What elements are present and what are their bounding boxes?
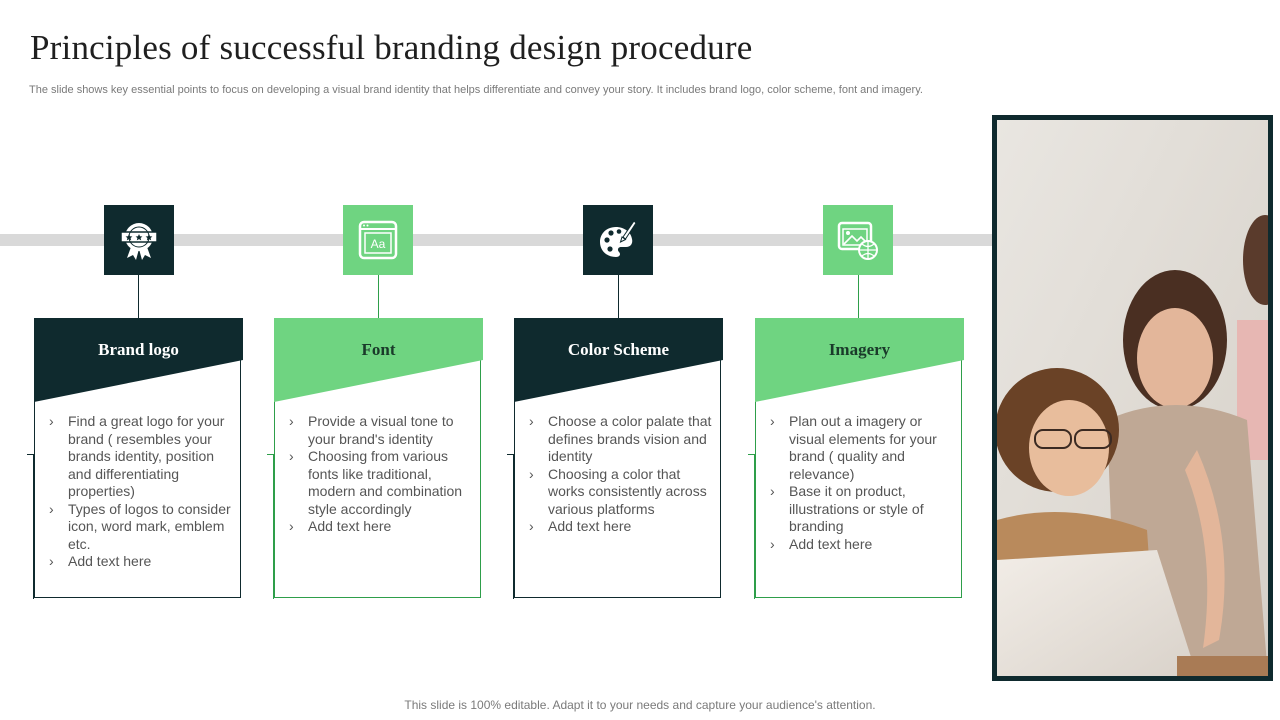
imagery-card: Imagery Plan out a imagery or visual ele… <box>755 318 964 598</box>
font-aa-icon: Aa <box>358 220 398 260</box>
svg-text:Aa: Aa <box>371 237 386 251</box>
list-item: Plan out a imagery or visual elements fo… <box>770 413 956 483</box>
color-scheme-card-title: Color Scheme <box>567 340 670 359</box>
font-connector <box>378 275 379 318</box>
brand-logo-connector <box>138 275 139 318</box>
list-item: Add text here <box>49 553 235 571</box>
list-item: Base it on product, illustrations or sty… <box>770 483 956 536</box>
color-scheme-card: Color Scheme Choose a color palate that … <box>514 318 723 598</box>
font-card-header: Font <box>274 318 483 402</box>
color-scheme-icon-box <box>583 205 653 275</box>
list-item: Choosing from various fonts like traditi… <box>289 448 475 518</box>
timeline-bar <box>0 234 995 246</box>
brand-logo-card-header: Brand logo <box>34 318 243 402</box>
brand-logo-icon-box <box>104 205 174 275</box>
font-bullets: Provide a visual tone to your brand's id… <box>289 413 475 536</box>
team-photo <box>997 120 1268 676</box>
list-item: Add text here <box>770 536 956 554</box>
imagery-card-title: Imagery <box>828 340 891 359</box>
color-scheme-card-header: Color Scheme <box>514 318 723 402</box>
slide-subtitle: The slide shows key essential points to … <box>29 84 923 96</box>
color-scheme-connector <box>618 275 619 318</box>
brand-logo-bullets: Find a great logo for your brand ( resem… <box>49 413 235 571</box>
imagery-card-header: Imagery <box>755 318 964 402</box>
list-item: Add text here <box>289 518 475 536</box>
slide-footer: This slide is 100% editable. Adapt it to… <box>404 698 876 712</box>
list-item: Types of logos to consider icon, word ma… <box>49 501 235 554</box>
imagery-bullets: Plan out a imagery or visual elements fo… <box>770 413 956 553</box>
list-item: Provide a visual tone to your brand's id… <box>289 413 475 448</box>
brand-logo-card-title: Brand logo <box>98 340 179 359</box>
photo-frame <box>992 115 1273 681</box>
image-globe-icon <box>837 221 878 260</box>
font-card-title: Font <box>361 340 396 359</box>
slide-title: Principles of successful branding design… <box>30 28 753 67</box>
color-palette-icon <box>600 220 637 257</box>
font-icon-box: Aa <box>343 205 413 275</box>
brand-logo-card: Brand logo Find a great logo for your br… <box>34 318 243 598</box>
color-scheme-bullets: Choose a color palate that defines brand… <box>529 413 715 536</box>
list-item: Choosing a color that works consistently… <box>529 466 715 519</box>
font-card: Font Provide a visual tone to your brand… <box>274 318 483 598</box>
imagery-connector <box>858 275 859 318</box>
imagery-icon-box <box>823 205 893 275</box>
list-item: Choose a color palate that defines brand… <box>529 413 715 466</box>
award-badge-icon <box>120 223 158 260</box>
list-item: Add text here <box>529 518 715 536</box>
list-item: Find a great logo for your brand ( resem… <box>49 413 235 501</box>
